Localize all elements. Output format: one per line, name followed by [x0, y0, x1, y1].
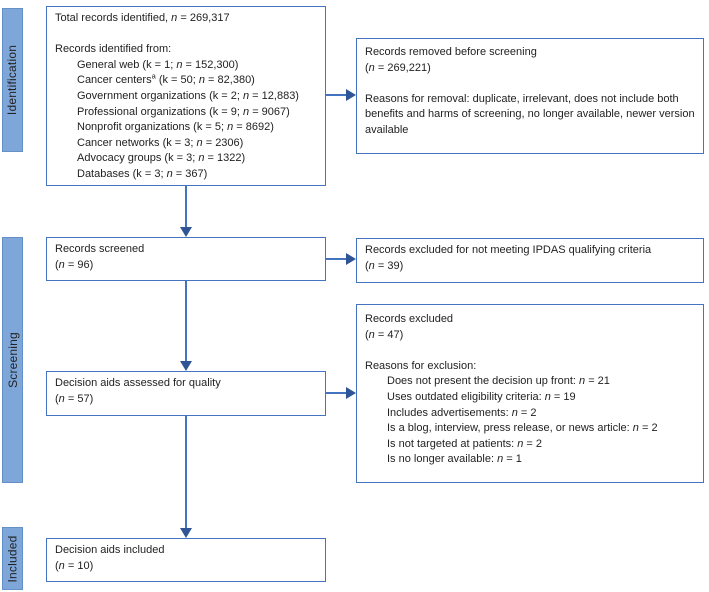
box-decision-aids-assessed: Decision aids assessed for quality(n = 5… [46, 371, 326, 416]
arrow-screened-to-excluded-head-icon [346, 253, 356, 265]
arrow-assessed-to-included-head-icon [180, 528, 192, 538]
arrow-screened-to-excluded-line [326, 258, 347, 260]
box-records-removed-before-screening: Records removed before screening(n = 269… [356, 38, 704, 154]
stage-label-screening: Screening [5, 332, 20, 388]
box-records-identified: Total records identified, n = 269,317 Re… [46, 6, 326, 186]
arrow-assessed-to-excluded-line [326, 392, 347, 394]
arrow-screened-to-assessed-line [185, 281, 187, 362]
arrow-identified-to-screened-line [185, 186, 187, 228]
arrow-assessed-to-excluded-head-icon [346, 387, 356, 399]
stage-bar-screening: Screening [2, 237, 23, 483]
arrow-identified-to-screened-head-icon [180, 227, 192, 237]
box-records-excluded-ipdas: Records excluded for not meeting IPDAS q… [356, 238, 704, 283]
arrow-assessed-to-included-line [185, 416, 187, 529]
stage-bar-identification: Identification [2, 8, 23, 152]
stage-bar-included: Included [2, 527, 23, 590]
stage-label-identification: Identification [5, 44, 20, 116]
box-records-excluded-quality: Records excluded(n = 47) Reasons for exc… [356, 304, 704, 483]
arrow-screened-to-assessed-head-icon [180, 361, 192, 371]
box-records-screened: Records screened(n = 96) [46, 237, 326, 281]
box-decision-aids-included: Decision aids included(n = 10) [46, 538, 326, 582]
arrow-identified-to-removed-head-icon [346, 89, 356, 101]
arrow-identified-to-removed-line [326, 94, 347, 96]
stage-label-included: Included [5, 535, 20, 582]
